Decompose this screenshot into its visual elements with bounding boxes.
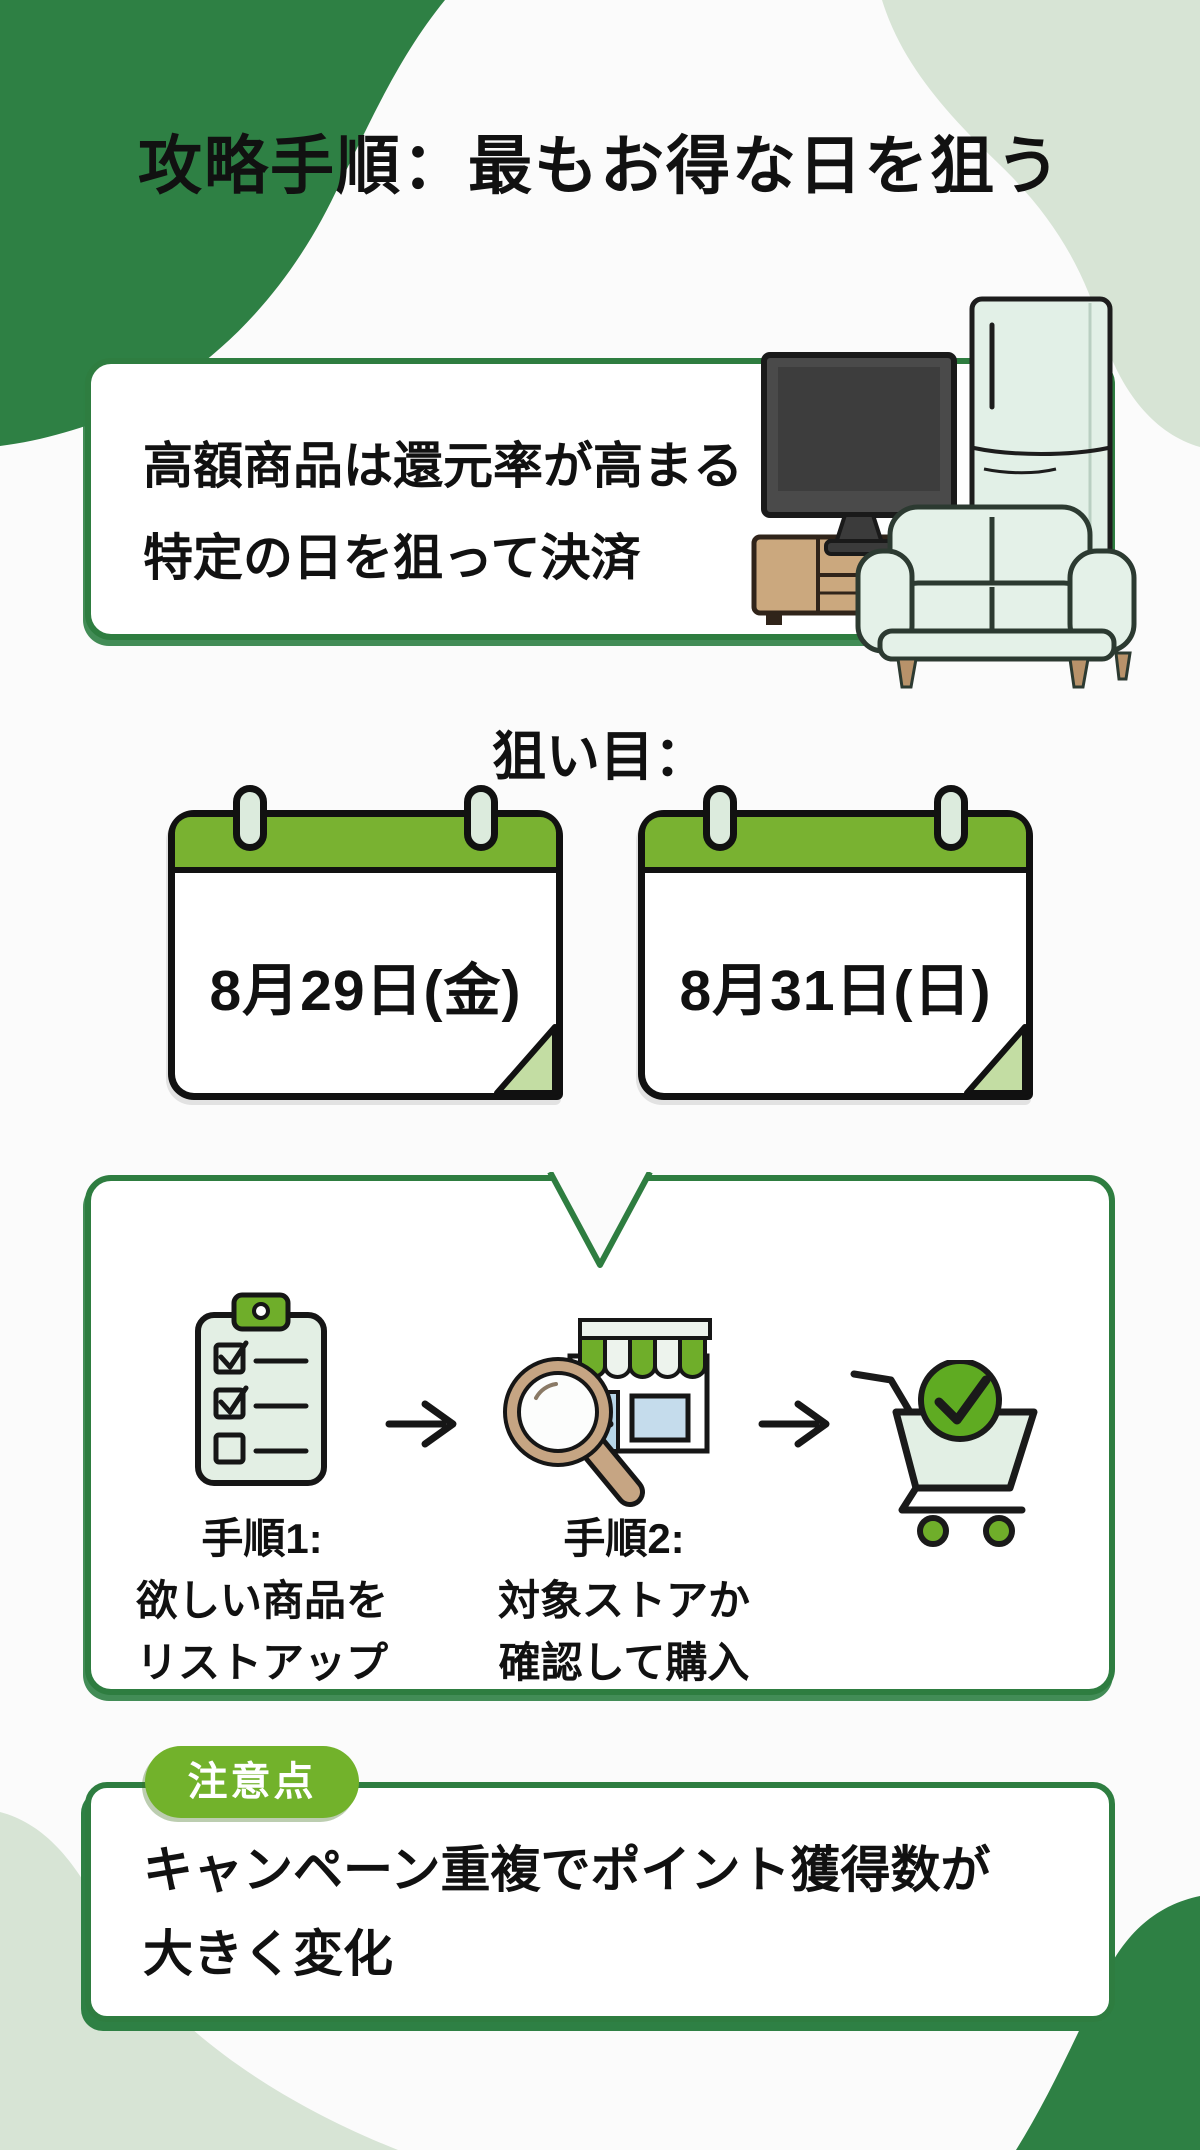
search-store-icon: [503, 1318, 712, 1507]
step-1-title: 手順1:: [201, 1515, 323, 1562]
calendar-fold-corner: [964, 1024, 1028, 1096]
step-2-line-2: 確認して購入: [498, 1639, 750, 1686]
bottom-left-blob: [0, 1812, 398, 2150]
clipboard-checklist-icon: [195, 1292, 327, 1486]
note-badge: 注意点: [145, 1746, 359, 1818]
step-1-line-1: 欲しい商品を: [135, 1577, 388, 1624]
step-1-label: 手順1: 欲しい商品を リストアップ: [87, 1508, 437, 1694]
calendar-fold-corner: [494, 1024, 558, 1096]
calendar-date: 8月29日(金): [209, 959, 522, 1023]
calendar-ring-icon: [703, 785, 737, 851]
target-heading: 狙い目：: [492, 727, 708, 787]
step-2-title: 手順2:: [563, 1515, 685, 1562]
calendar-ring-icon: [464, 785, 498, 851]
calendar-ring-icon: [233, 785, 267, 851]
step-2-label: 手順2: 対象ストアか 確認して購入: [449, 1508, 799, 1694]
calendar-ring-icon: [934, 785, 968, 851]
top-left-blob: [0, 0, 445, 446]
arrow-right-icon: [385, 1400, 457, 1448]
step-2-line-1: 対象ストアか: [497, 1577, 750, 1624]
top-right-blob: [882, 0, 1200, 447]
sofa-illustration: [855, 504, 1137, 689]
note-text: キャンペーン重複でポイント獲得数が 大きく変化: [143, 1828, 1093, 1996]
step-1-line-2: リストアップ: [135, 1639, 388, 1686]
note-line-1: キャンペーン重複でポイント獲得数が: [143, 1842, 991, 1898]
arrow-right-icon: [758, 1400, 830, 1448]
note-line-2: 大きく変化: [143, 1926, 393, 1982]
note-box: [85, 1782, 1115, 2022]
calendar-date: 8月31日(日): [679, 959, 992, 1023]
cart-check-icon: [850, 1360, 1038, 1547]
page-title: 攻略手順：最もお得な日を狙う: [138, 130, 1062, 202]
furniture-illustration: [751, 296, 1137, 689]
highlight-line-1: 高額商品は還元率が高まる: [143, 438, 743, 494]
calendar-aug-29: 8月29日(金): [168, 785, 563, 1100]
highlight-line-2: 特定の日を狙って決済: [143, 530, 641, 586]
bottom-right-blob: [1016, 1896, 1200, 2150]
calendar-aug-31: 8月31日(日): [638, 785, 1033, 1100]
steps-box-notch: [547, 1172, 653, 1268]
highlight-box-text: 高額商品は還元率が高まる 特定の日を狙って決済: [143, 420, 783, 604]
